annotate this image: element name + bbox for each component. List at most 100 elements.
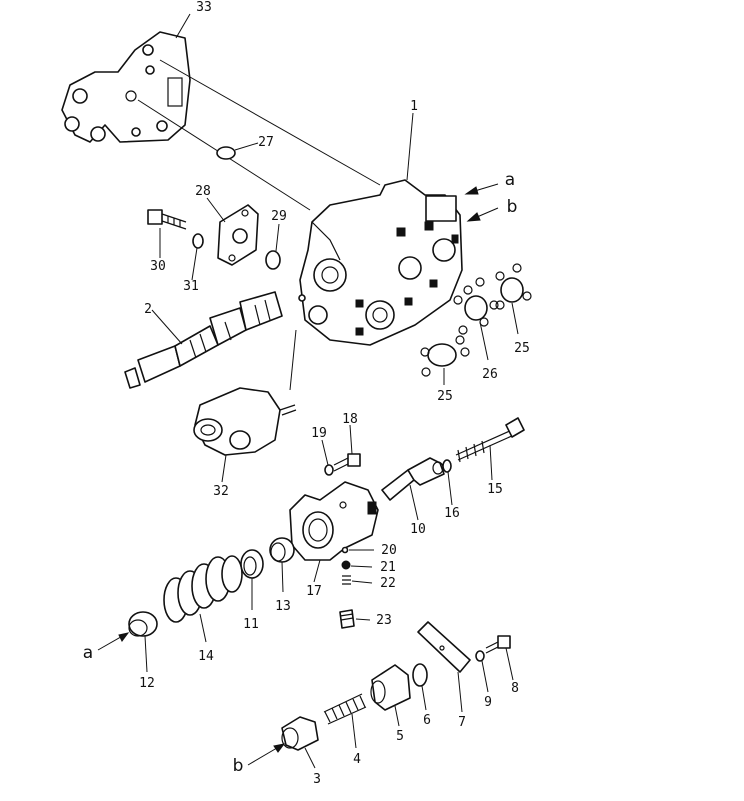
arrowhead-b-top [466,212,481,222]
part-28-flange-plate [217,204,259,266]
part-12-cap [128,611,158,637]
leader-13 [281,561,284,593]
callout-14: 14 [198,649,214,664]
callout-11: 11 [243,617,259,632]
callout-28: 28 [195,184,211,199]
part-4-spring [323,693,367,725]
callout-20: 20 [381,543,397,558]
part-25-gasket-upper [495,263,532,310]
callout-33: 33 [196,0,212,15]
part-20-ball [341,546,349,554]
part-31-washer [192,233,204,249]
callout-29: 29 [271,209,287,224]
leader-25-upper [511,302,519,335]
callout-31: 31 [183,279,199,294]
part-6-o-ring [412,663,428,687]
leader-15 [489,444,493,481]
part-27-o-ring [216,146,236,160]
part-7-plate [417,621,471,673]
leader-16 [447,471,453,506]
leader-3 [304,747,316,769]
callout-9: 9 [484,695,492,710]
callout-2: 2 [144,302,152,317]
callout-7: 7 [458,715,466,730]
leader-29 [275,223,280,252]
flow-label-b-bottom: b [233,756,244,776]
arrowhead-a-bottom [118,632,130,642]
leader-4 [351,713,357,749]
callout-30: 30 [150,259,166,274]
part-16-o-ring [442,459,452,473]
part-8-bolt [485,635,511,654]
callout-19: 19 [311,426,327,441]
callout-8: 8 [511,681,519,696]
part-9-washer [475,650,485,662]
leader-32 [221,454,227,483]
leader-23 [355,618,371,621]
leader-17 [313,559,321,583]
callout-15: 15 [487,482,503,497]
part-32-solenoid [193,387,297,456]
part-1-valve-body [299,179,463,346]
leader-7 [457,671,463,713]
leader-6 [421,685,427,711]
callout-22: 22 [380,576,396,591]
leader-21 [350,565,373,568]
callout-6: 6 [423,713,431,728]
leader-31 [191,247,198,281]
leader-28 [206,197,226,223]
flow-label-b-top: b [507,197,518,217]
callout-17: 17 [306,584,322,599]
part-3-cap [281,716,319,751]
callout-13: 13 [275,599,291,614]
leader-1 [406,112,414,181]
callout-26: 26 [482,367,498,382]
part-23-plug [339,609,355,629]
flow-label-a-bottom: a [83,643,93,663]
callout-25-upper: 25 [514,341,530,356]
leader-5 [394,705,400,727]
part-14-spring [163,555,243,623]
leader-27 [234,142,259,151]
part-33-cover-housing [61,31,191,143]
leader-10 [409,484,419,521]
leader-19 [321,439,329,466]
part-15-long-bolt [455,417,525,463]
assembly-line-33-1 [159,59,381,186]
callout-32: 32 [213,484,229,499]
flow-label-a-top: a [505,170,515,190]
callout-16: 16 [444,506,460,521]
callout-4: 4 [353,752,361,767]
leader-2 [151,309,183,345]
part-30-bolt [147,209,187,230]
part-10-plunger [381,457,445,501]
leader-12 [144,635,148,673]
part-2-spool [124,291,306,389]
part-18-bolt [333,453,361,472]
leader-33 [175,13,191,39]
arrowhead-a-top [464,186,479,195]
callout-18: 18 [342,412,358,427]
part-25-gasket-lower [420,325,470,377]
leader-26 [479,321,489,361]
part-17-cap-housing [289,481,379,561]
callout-23: 23 [376,613,392,628]
callout-25-lower: 25 [437,389,453,404]
part-19-washer [324,464,334,476]
callout-5: 5 [396,729,404,744]
callout-1: 1 [410,99,418,114]
arrowhead-b-bottom [273,743,286,753]
part-13-sleeve [269,537,295,563]
callout-10: 10 [410,522,426,537]
callout-3: 3 [313,772,321,787]
part-26-gasket [453,277,499,327]
leader-9 [481,660,489,693]
callout-12: 12 [139,676,155,691]
assembly-line-32-1 [289,329,297,391]
leader-8 [505,647,514,681]
part-22-spring [342,575,351,585]
leader-22 [351,580,373,584]
part-5-piston [370,664,411,711]
part-21-ball [341,560,351,570]
